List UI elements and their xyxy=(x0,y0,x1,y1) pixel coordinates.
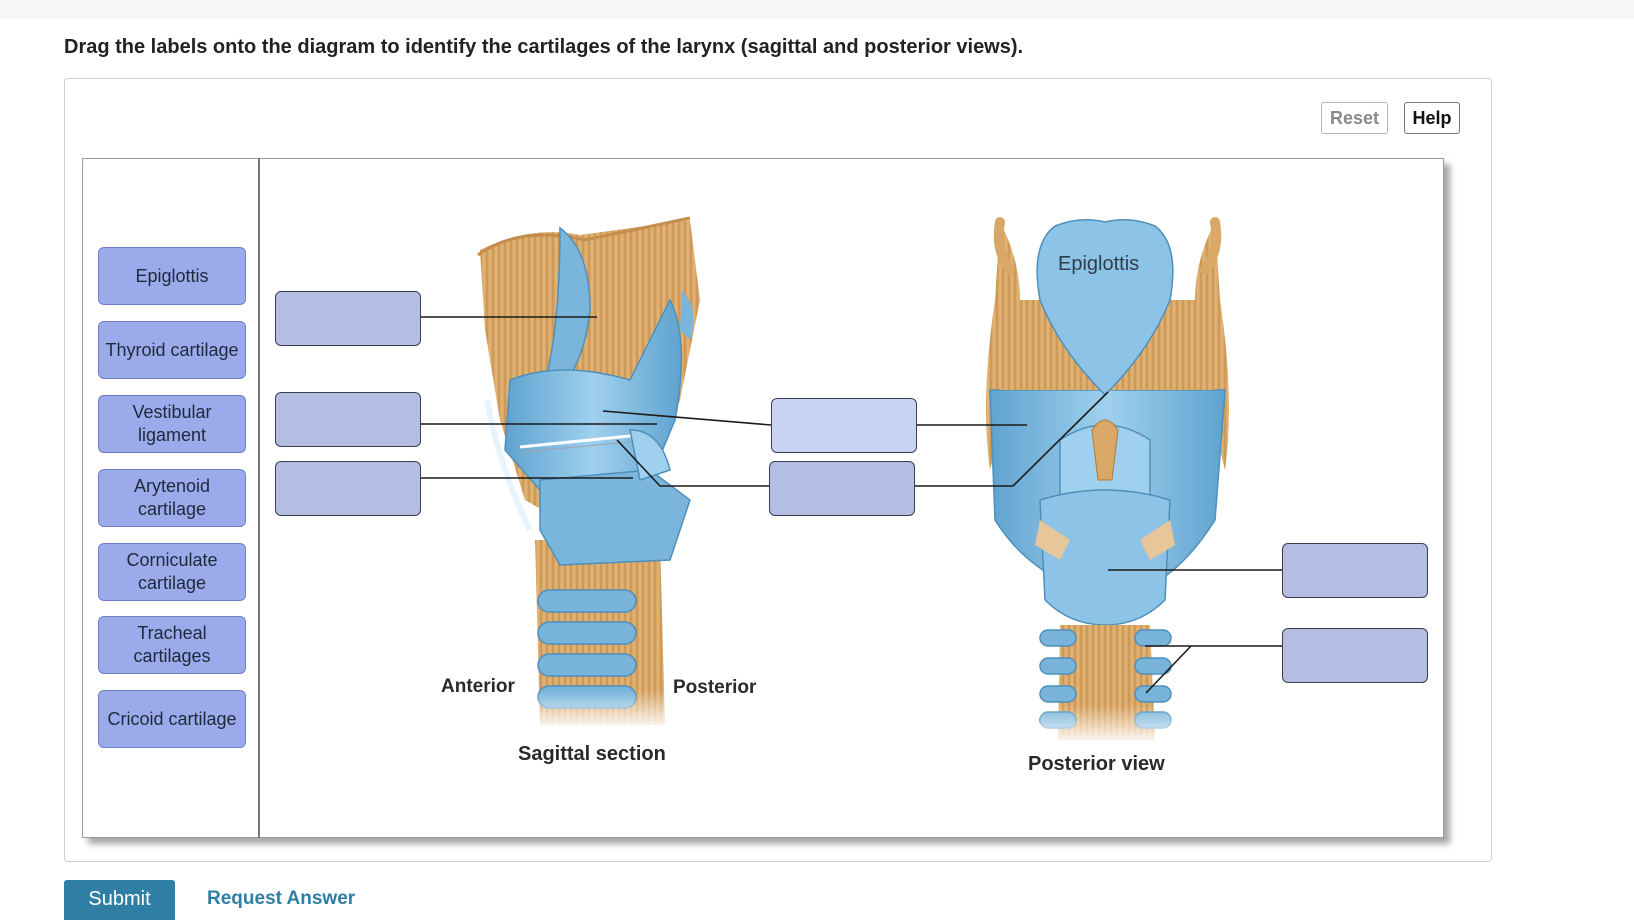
drop-target-1[interactable] xyxy=(275,291,421,346)
sagittal-section-caption: Sagittal section xyxy=(518,743,666,765)
posterior-view-caption: Posterior view xyxy=(1028,753,1165,775)
posterior-label: Posterior xyxy=(673,677,757,698)
drop-target-2[interactable] xyxy=(275,392,421,447)
label-chip-tracheal-cartilages[interactable]: Tracheal cartilages xyxy=(98,616,246,674)
label-chip-corniculate-cartilage[interactable]: Corniculate cartilage xyxy=(98,543,246,601)
drop-target-5[interactable] xyxy=(769,461,915,516)
reset-button[interactable]: Reset xyxy=(1321,102,1388,134)
anterior-label: Anterior xyxy=(441,676,515,697)
label-chip-thyroid-cartilage[interactable]: Thyroid cartilage xyxy=(98,321,246,379)
top-strip xyxy=(0,0,1634,19)
label-chip-epiglottis[interactable]: Epiglottis xyxy=(98,247,246,305)
submit-button[interactable]: Submit xyxy=(64,880,175,920)
label-chip-arytenoid-cartilage[interactable]: Arytenoid cartilage xyxy=(98,469,246,527)
label-chip-vestibular-ligament[interactable]: Vestibular ligament xyxy=(98,395,246,453)
help-button[interactable]: Help xyxy=(1404,102,1460,134)
label-chip-cricoid-cartilage[interactable]: Cricoid cartilage xyxy=(98,690,246,748)
drop-target-6[interactable] xyxy=(1282,543,1428,598)
instruction-text: Drag the labels onto the diagram to iden… xyxy=(64,36,1024,58)
drop-target-7[interactable] xyxy=(1282,628,1428,683)
drop-target-4[interactable] xyxy=(771,398,917,453)
drop-target-3[interactable] xyxy=(275,461,421,516)
label-palette xyxy=(82,158,260,838)
request-answer-link[interactable]: Request Answer xyxy=(207,888,356,909)
posterior-epiglottis-caption: Epiglottis xyxy=(1058,253,1140,275)
